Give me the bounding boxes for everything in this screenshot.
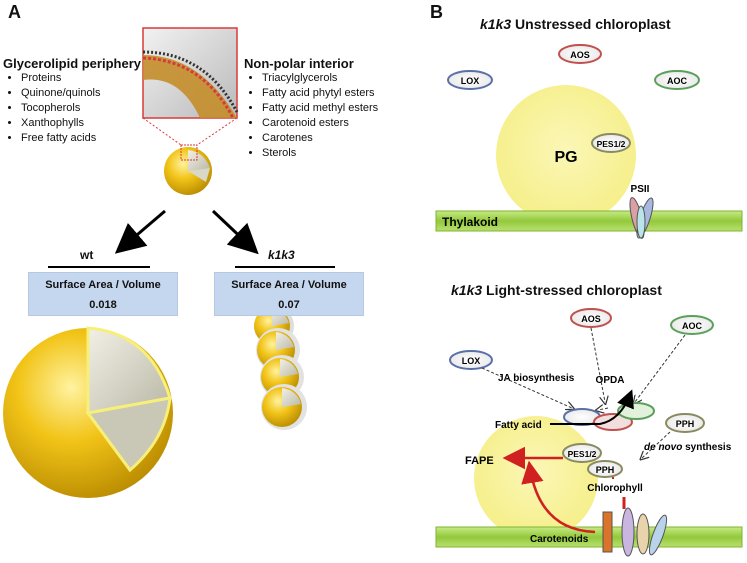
arrow-pph xyxy=(642,431,671,458)
wt-underline xyxy=(48,266,150,268)
k1k3-label: k1k3 xyxy=(268,248,295,262)
panel-b-letter: B xyxy=(430,2,443,22)
unstressed-title: k1k3 Unstressed chloroplast xyxy=(480,16,671,32)
pes-label: PES1/2 xyxy=(568,449,597,459)
arrow-lox xyxy=(481,367,572,408)
list-item: Free fatty acids xyxy=(21,131,143,146)
arrow-to-wt xyxy=(114,209,166,254)
lox-enzyme-oval xyxy=(447,70,493,90)
plastoglobule-sphere-wt xyxy=(3,326,173,498)
list-item: Fatty acid methyl esters xyxy=(262,101,414,116)
fape-label: FAPE xyxy=(465,455,494,467)
k1k3-surface-area-box: Surface Area / Volume 0.07 xyxy=(214,272,364,316)
list-item: Xanthophylls xyxy=(21,116,143,131)
aoc-label: AOC xyxy=(682,321,703,331)
pes-enzyme-oval xyxy=(562,443,602,463)
de-novo-synthesis-label: de novo synthesis xyxy=(644,442,732,453)
list-item: Fatty acid phytyl esters xyxy=(262,86,414,101)
stressed-diagram: AOS AOC LOX JA biosynthesis OPDA Fatty a… xyxy=(435,308,743,557)
opda-label: OPDA xyxy=(596,375,625,386)
stressed-title: k1k3 Light-stressed chloroplast xyxy=(451,282,662,298)
aoc-bound-oval xyxy=(617,402,655,420)
pph-bound-oval xyxy=(587,460,623,478)
aos-enzyme-oval xyxy=(558,44,602,64)
glycerolipid-list: Proteins Quinone/quinols Tocopherols Xan… xyxy=(3,71,143,146)
list-item: Triacylglycerols xyxy=(262,71,414,86)
ja-biosynthesis-label: JA biosynthesis xyxy=(498,373,575,384)
aoc-enzyme-oval xyxy=(654,70,700,90)
k1k3-underline xyxy=(235,266,335,268)
panel-b-graphics: AOS LOX AOC PG PES1/2 Thylakoid PSII AOS… xyxy=(435,44,743,557)
k1k3-metric-label: Surface Area / Volume xyxy=(231,279,347,291)
fatty-acid-label: Fatty acid xyxy=(495,420,542,431)
k1k3-metric-value: 0.07 xyxy=(278,299,300,311)
arrow-aos xyxy=(590,327,605,402)
carotenoid-arrow xyxy=(521,460,596,534)
membrane-zoom-inset xyxy=(142,27,239,119)
stressed-title-text: Light-stressed chloroplast xyxy=(486,282,662,298)
lox-label: LOX xyxy=(461,76,480,86)
panel-a-graphics xyxy=(3,27,307,498)
arrow-aoc xyxy=(635,334,686,402)
list-item: Sterols xyxy=(262,146,414,161)
list-item: Carotenoid esters xyxy=(262,116,414,131)
nonpolar-interior-title: Non-polar interior xyxy=(244,56,354,71)
carotenoids-label: Carotenoids xyxy=(530,534,589,545)
pes-enzyme-oval xyxy=(591,133,631,153)
pph-enzyme-oval xyxy=(665,413,705,433)
nonpolar-interior-block: Non-polar interior Triacylglycerols Fatt… xyxy=(244,56,414,161)
list-item: Proteins xyxy=(21,71,143,86)
lox-label: LOX xyxy=(462,356,481,366)
psii-complex xyxy=(629,197,654,239)
list-item: Quinone/quinols xyxy=(21,86,143,101)
nonpolar-list: Triacylglycerols Fatty acid phytyl ester… xyxy=(244,71,414,161)
wt-surface-area-box: Surface Area / Volume 0.018 xyxy=(28,272,178,316)
panel-a-letter: A xyxy=(8,2,21,22)
aoc-label: AOC xyxy=(667,76,688,86)
aos-label: AOS xyxy=(581,314,601,324)
plastoglobule-circle-stressed xyxy=(474,416,598,540)
psii-label: PSII xyxy=(631,184,650,195)
plastoglobule-circle xyxy=(496,85,636,225)
unstressed-genotype: k1k3 xyxy=(480,16,512,32)
thylakoid-membrane xyxy=(435,210,743,232)
pes-label: PES1/2 xyxy=(597,139,626,149)
thylakoid-membrane xyxy=(435,526,743,548)
lox-enzyme-oval xyxy=(449,350,493,370)
unstressed-diagram: AOS LOX AOC PG PES1/2 Thylakoid PSII xyxy=(435,44,743,239)
wt-metric-label: Surface Area / Volume xyxy=(45,279,161,291)
glycerolipid-periphery-title: Glycerolipid periphery xyxy=(3,56,141,71)
plastoglobule-spheres-k1k3 xyxy=(254,306,307,430)
arrow-to-k1k3 xyxy=(211,209,259,255)
list-item: Carotenes xyxy=(262,131,414,146)
fatty-acid-to-opda-arrow xyxy=(550,389,634,425)
chlorophyll-label: Chlorophyll xyxy=(587,483,643,494)
aos-label: AOS xyxy=(570,50,590,60)
thylakoid-label: Thylakoid xyxy=(442,215,498,229)
aos-bound-oval xyxy=(593,413,633,431)
aos-enzyme-oval xyxy=(570,308,612,328)
pg-label: PG xyxy=(554,149,577,166)
glycerolipid-periphery-block: Glycerolipid periphery Proteins Quinone/… xyxy=(3,56,143,146)
aoc-enzyme-oval xyxy=(670,315,714,335)
wt-label: wt xyxy=(80,248,94,262)
stressed-genotype: k1k3 xyxy=(451,282,483,298)
list-item: Tocopherols xyxy=(21,101,143,116)
arrow-to-aos-complex xyxy=(598,408,609,410)
unstressed-title-text: Unstressed chloroplast xyxy=(515,16,671,32)
pph-label: PPH xyxy=(596,465,615,475)
pph-top-label: PPH xyxy=(676,419,695,429)
photosystem-complex xyxy=(602,507,668,557)
plastoglobule-sphere-small xyxy=(164,144,212,195)
wt-metric-value: 0.018 xyxy=(89,299,117,311)
